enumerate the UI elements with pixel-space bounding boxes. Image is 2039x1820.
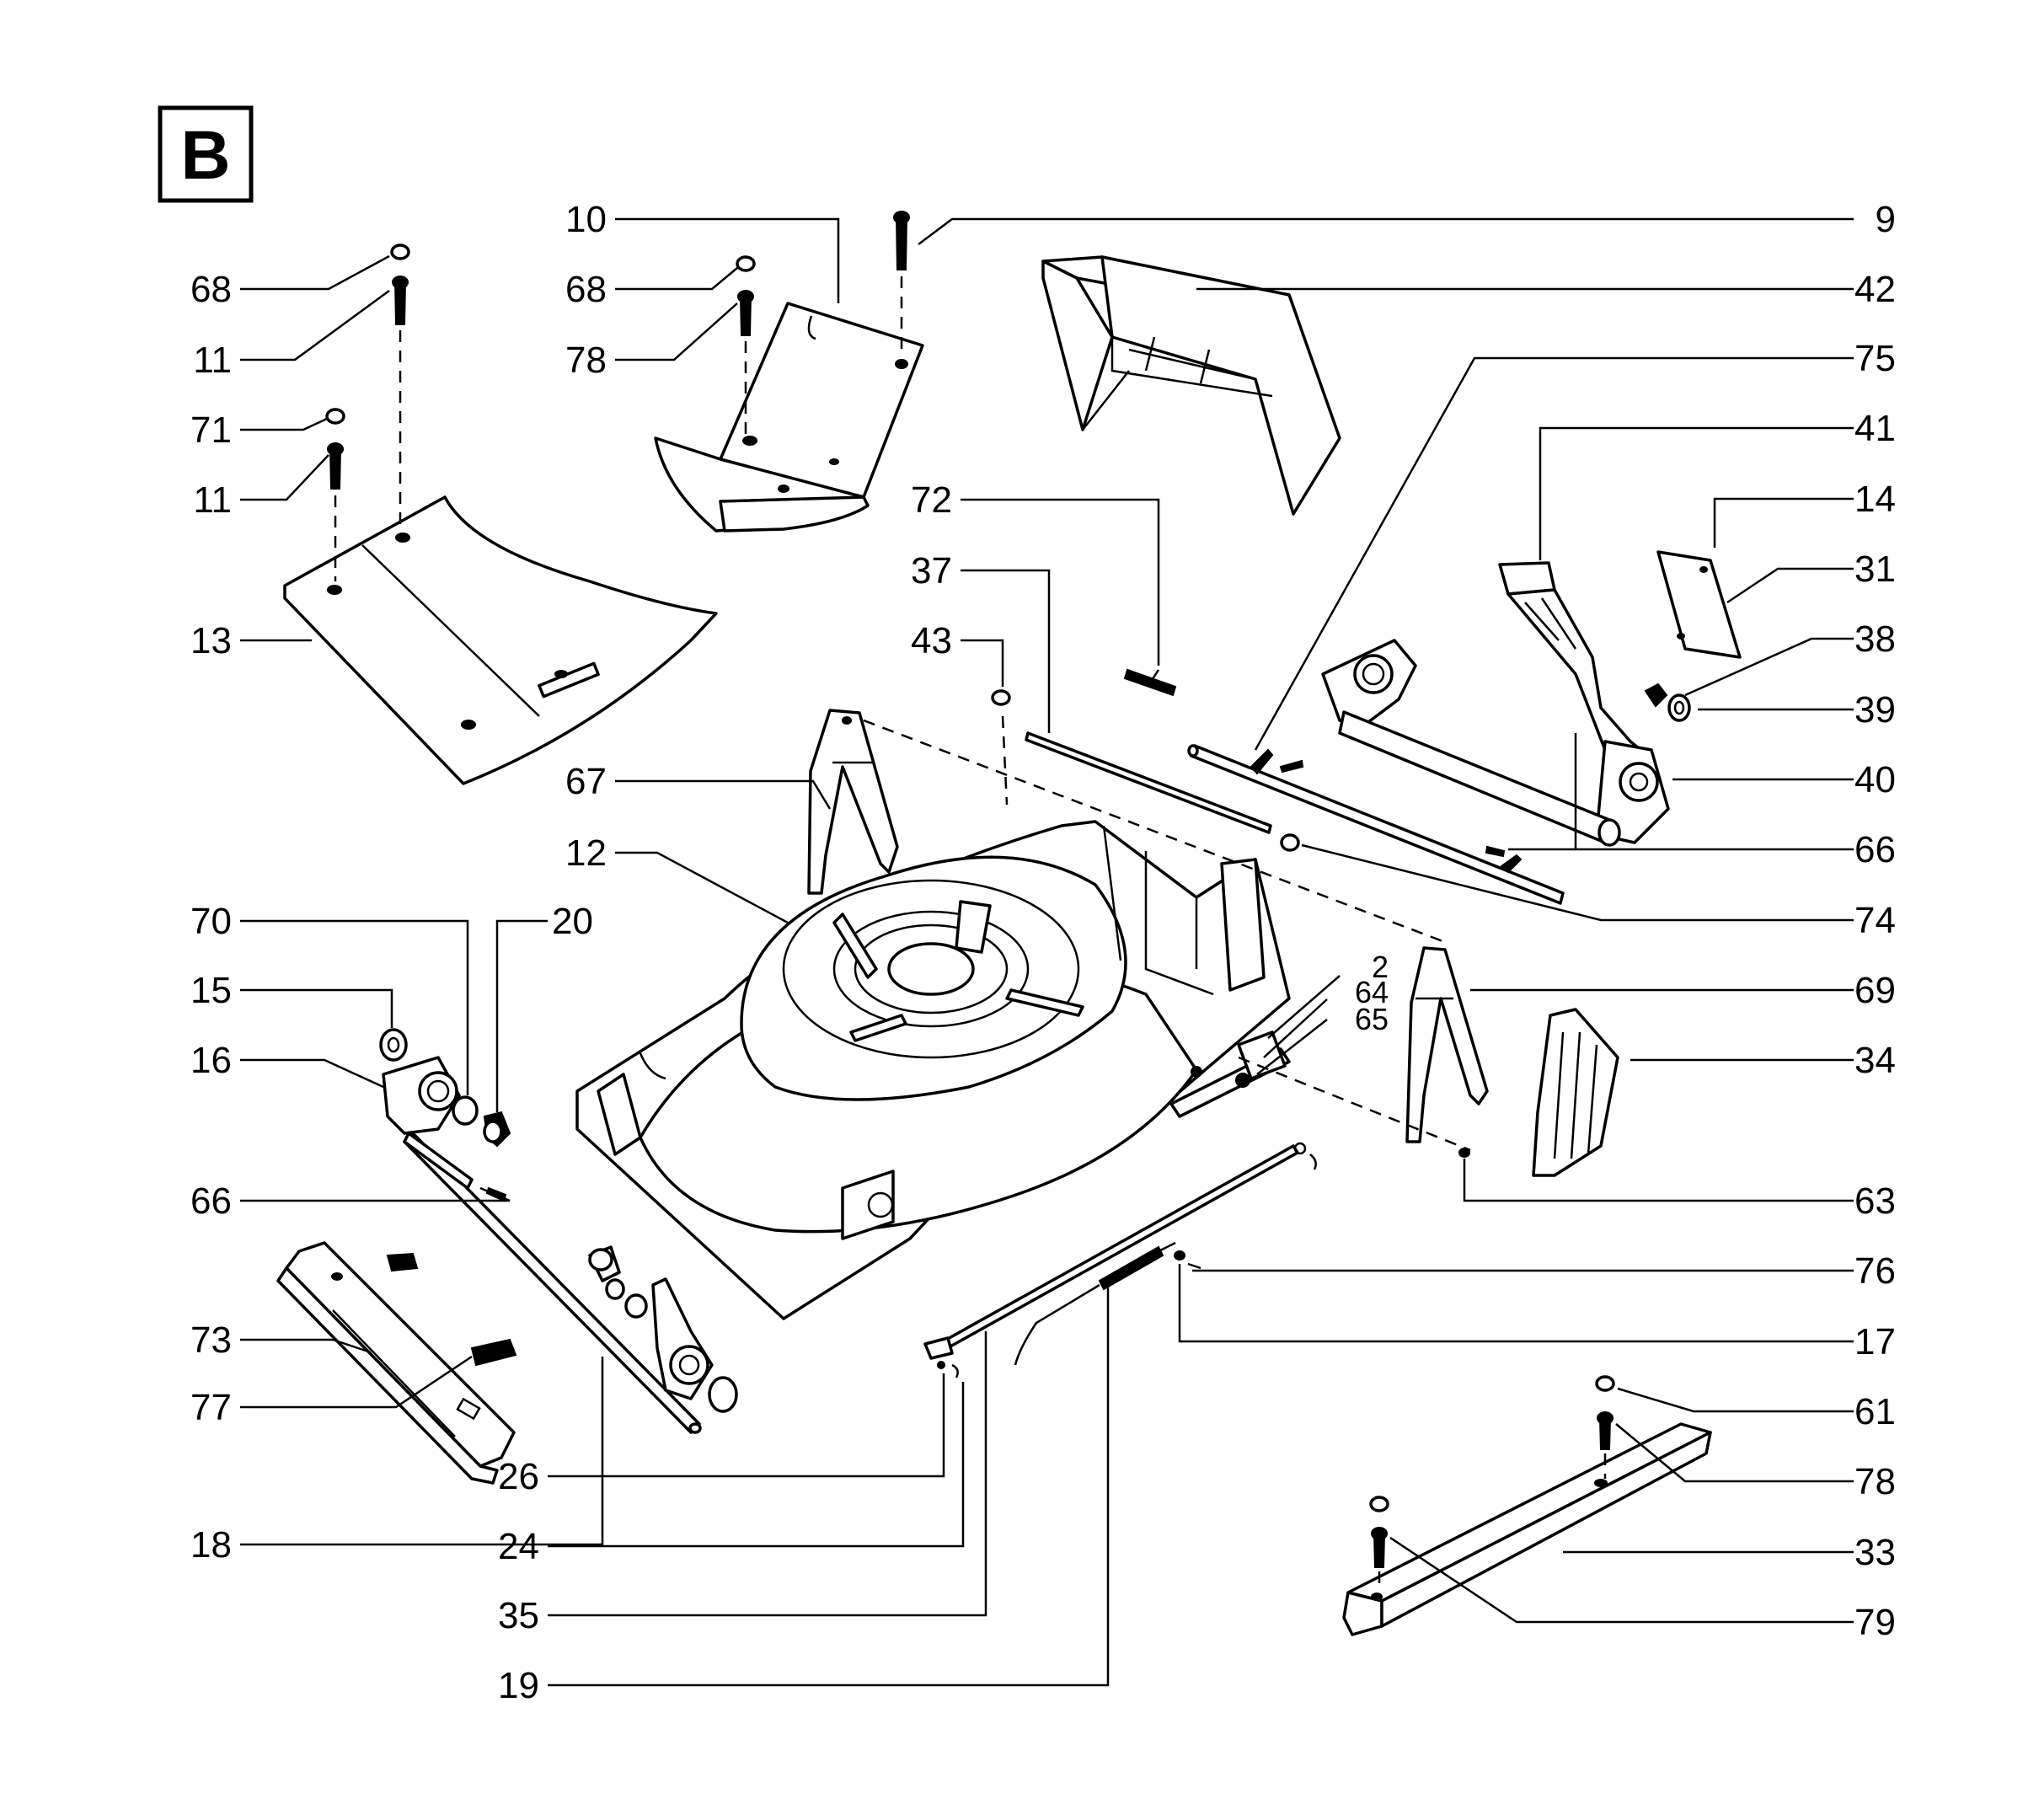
label-2: 2 [1372,950,1389,984]
label-76: 76 [1854,1250,1896,1292]
label-31: 31 [1854,549,1896,590]
rear-plate-13 [283,495,718,785]
label-67: 67 [565,761,607,802]
bumper-bar-33 [1342,1422,1712,1636]
label-68-mid: 68 [565,269,607,310]
label-17: 17 [1854,1321,1896,1362]
label-10: 10 [565,199,607,240]
wheel-arm-67 [807,709,899,895]
label-35: 35 [498,1595,539,1636]
label-75: 75 [1854,338,1896,379]
label-65: 65 [1355,1002,1389,1036]
label-19: 19 [498,1665,539,1706]
front-wheel-bracket-16 [379,1028,511,1148]
label-69: 69 [1854,970,1896,1011]
bumper-screws-61-78-79 [1369,1375,1615,1591]
label-11-lower: 11 [193,479,232,521]
bracket-plate-10 [654,302,924,533]
label-38: 38 [1854,618,1896,660]
label-61: 61 [1854,1391,1896,1432]
label-39: 39 [1854,689,1896,731]
deck-housing-12 [575,820,1291,1320]
label-20: 20 [552,901,593,942]
label-73: 73 [190,1320,232,1361]
front-axle-rod-18 [403,1132,702,1434]
front-wheel-bracket-right [588,1245,738,1413]
pin-17 [1187,1262,1201,1270]
grip-34 [1532,1008,1619,1177]
label-18: 18 [190,1524,232,1566]
nut-washer-38-39 [1644,682,1691,722]
label-79: 79 [1854,1602,1896,1643]
label-71: 71 [190,410,232,451]
label-13: 13 [190,620,232,661]
rod-37 [1025,731,1300,852]
plate-screws [325,244,410,581]
label-33: 33 [1854,1532,1896,1573]
label-72: 72 [911,479,952,521]
label-43: 43 [911,620,952,661]
clip-72 [1123,668,1177,697]
spring-19 [1014,1241,1176,1366]
label-34: 34 [1854,1040,1896,1081]
rear-axle-40 [1321,639,1621,847]
bracket-screws [736,211,910,434]
front-grip-73 [276,1241,517,1485]
height-lever-41 [1498,561,1670,844]
label-9: 9 [1876,199,1896,240]
label-41: 41 [1854,408,1896,449]
nut-76 [1174,1250,1185,1261]
rear-cover-42 [1041,255,1341,516]
label-42: 42 [1854,269,1896,310]
cable-35 [923,1142,1317,1360]
label-37: 37 [911,550,952,592]
label-78-left: 78 [565,340,607,381]
label-15: 15 [190,970,232,1011]
label-63: 63 [1854,1180,1896,1222]
label-40: 40 [1854,759,1896,800]
label-66-left: 66 [190,1180,232,1222]
label-66-right: 66 [1854,829,1896,870]
label-11-upper: 11 [193,340,232,381]
label-68-left: 68 [190,269,232,310]
label-64: 64 [1355,975,1389,1009]
section-letter: B [180,117,230,194]
bolt-43 [991,689,1011,806]
alignment-lines [863,719,1471,1152]
label-26: 26 [498,1456,539,1497]
cover-plate-14 [1656,550,1742,659]
label-14: 14 [1854,479,1896,520]
label-24: 24 [498,1526,539,1567]
label-74: 74 [1854,900,1896,941]
clips-26-24 [937,1361,959,1378]
wheel-arm-69 [1405,946,1489,1143]
rod-75 [1187,744,1565,905]
label-70: 70 [190,901,232,942]
label-16: 16 [190,1040,232,1081]
leader-lines [240,217,1854,1687]
callout-labels: 9 42 75 41 14 31 38 39 40 66 74 69 34 63… [190,199,1896,1706]
label-78-right: 78 [1854,1461,1896,1502]
section-box: B [158,105,254,203]
label-12: 12 [565,832,607,874]
label-77: 77 [190,1387,232,1428]
